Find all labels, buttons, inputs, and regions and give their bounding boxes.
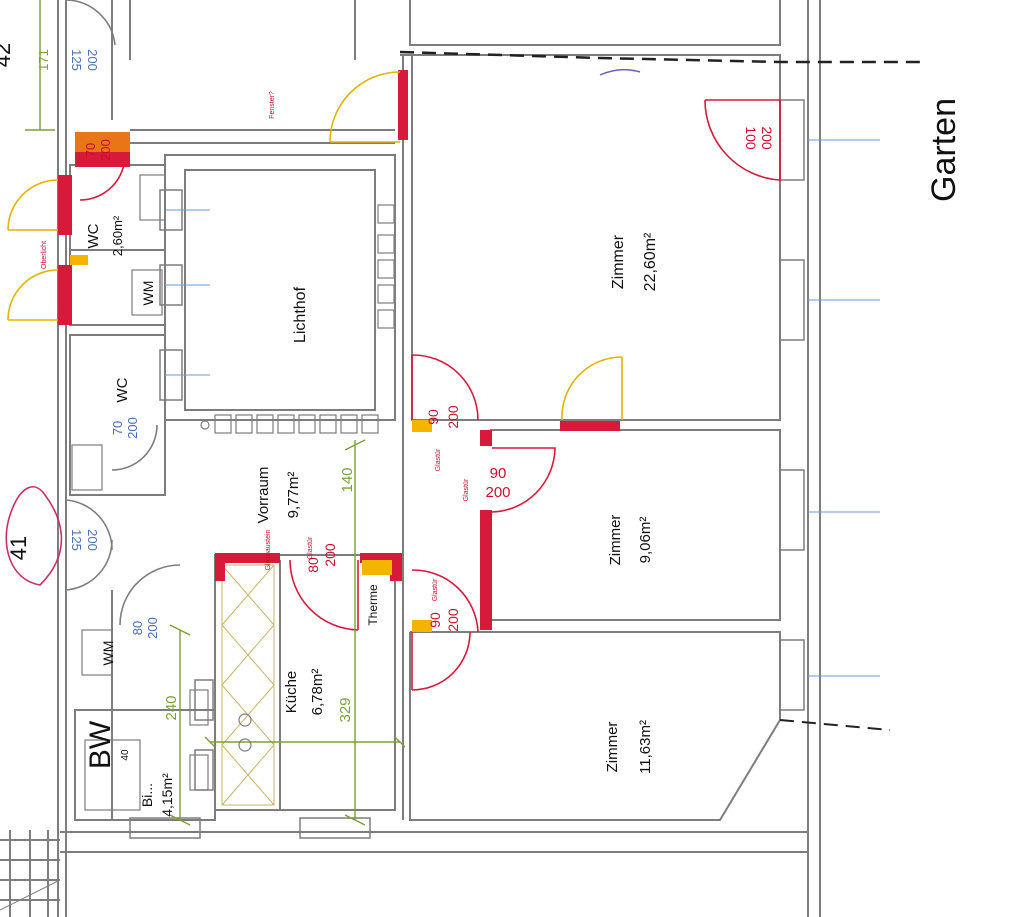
door-90a-w: 90 bbox=[425, 409, 441, 425]
room-zimmer-large-name: Zimmer bbox=[610, 234, 627, 289]
apartment-number-42: 42 bbox=[0, 43, 15, 67]
door-90b-w: 90 bbox=[490, 465, 507, 482]
room-vorraum-area: 9,77m² bbox=[285, 472, 302, 519]
room-zimmer-mid-area: 9,06m² bbox=[637, 517, 654, 564]
room-therme: Therme bbox=[366, 584, 380, 626]
apartment-number-41: 41 bbox=[6, 536, 31, 560]
door-swings bbox=[5, 0, 781, 691]
dim-140: 140 bbox=[339, 467, 356, 492]
property-boundary bbox=[399, 50, 920, 731]
room-zimmer-mid-name: Zimmer bbox=[607, 515, 624, 566]
room-bad-area: 4,15m² bbox=[159, 773, 175, 817]
room-wc-upper-name: WC bbox=[85, 223, 102, 248]
window-lines bbox=[165, 139, 880, 677]
note-glastuer-4: Glastür bbox=[307, 536, 314, 559]
room-zimmer-small-name: Zimmer bbox=[604, 722, 621, 773]
garden-label: Garten bbox=[925, 98, 963, 202]
room-kueche-area: 6,78m² bbox=[309, 669, 326, 716]
door-80a-w: 80 bbox=[305, 557, 321, 573]
room-zimmer-small-area: 11,63m² bbox=[637, 720, 654, 774]
room-bad-name: Bi... bbox=[139, 783, 155, 807]
room-wm-lower: WM bbox=[100, 641, 116, 666]
door-90c-w: 90 bbox=[427, 612, 443, 628]
note-glastuer-1: Glastür bbox=[435, 448, 442, 471]
door-125b-h: 200 bbox=[85, 529, 100, 551]
door-125b-w: 125 bbox=[69, 529, 84, 551]
room-wm-upper: WM bbox=[140, 281, 156, 306]
door-90b-h: 200 bbox=[485, 484, 510, 501]
note-glastuer-2: Glastür bbox=[463, 478, 470, 501]
door-70a-h: 200 bbox=[98, 139, 113, 161]
room-vorraum-name: Vorraum bbox=[255, 467, 272, 524]
kitchen-counter bbox=[221, 564, 275, 806]
door-70b-h: 200 bbox=[125, 417, 140, 439]
note-oberlicht: Oberlicht bbox=[41, 241, 48, 269]
room-zimmer-large-area: 22,60m² bbox=[642, 232, 659, 291]
note-glasbaustein: Glasbaustein bbox=[265, 529, 272, 570]
note-fenster: Fenster? bbox=[269, 91, 276, 119]
door-70b-w: 70 bbox=[110, 421, 125, 435]
room-wc-upper-area: 2,60m² bbox=[110, 215, 125, 256]
room-kueche-name: Küche bbox=[283, 671, 300, 714]
door-80a-h: 200 bbox=[322, 543, 338, 567]
door-100-h: 200 bbox=[759, 126, 775, 150]
door-80b-h: 200 bbox=[145, 617, 160, 639]
dim-40: 40 bbox=[120, 749, 131, 761]
walls bbox=[0, 0, 821, 917]
dim-329: 329 bbox=[337, 697, 354, 722]
door-100-w: 100 bbox=[743, 126, 759, 150]
yellow-fills bbox=[70, 132, 432, 632]
lichthof-bricks bbox=[214, 204, 395, 434]
door-125a-w: 125 bbox=[69, 49, 84, 71]
door-70a-w: 70 bbox=[83, 143, 98, 157]
dimension-lines bbox=[25, 0, 406, 826]
door-80b-w: 80 bbox=[130, 621, 145, 635]
door-90a-h: 200 bbox=[445, 405, 461, 429]
door-125a-h: 200 bbox=[85, 49, 100, 71]
door-90c-h: 200 bbox=[445, 608, 461, 632]
dim-240: 240 bbox=[163, 695, 180, 720]
fixtures bbox=[71, 174, 252, 811]
dim-171: 171 bbox=[36, 49, 51, 71]
room-wc-lower-name: WC bbox=[114, 377, 131, 402]
note-glastuer-3: Glastür bbox=[432, 578, 439, 601]
room-bw: BW bbox=[84, 720, 117, 769]
windows bbox=[129, 99, 805, 839]
room-lichthof-name: Lichthof bbox=[292, 286, 309, 343]
